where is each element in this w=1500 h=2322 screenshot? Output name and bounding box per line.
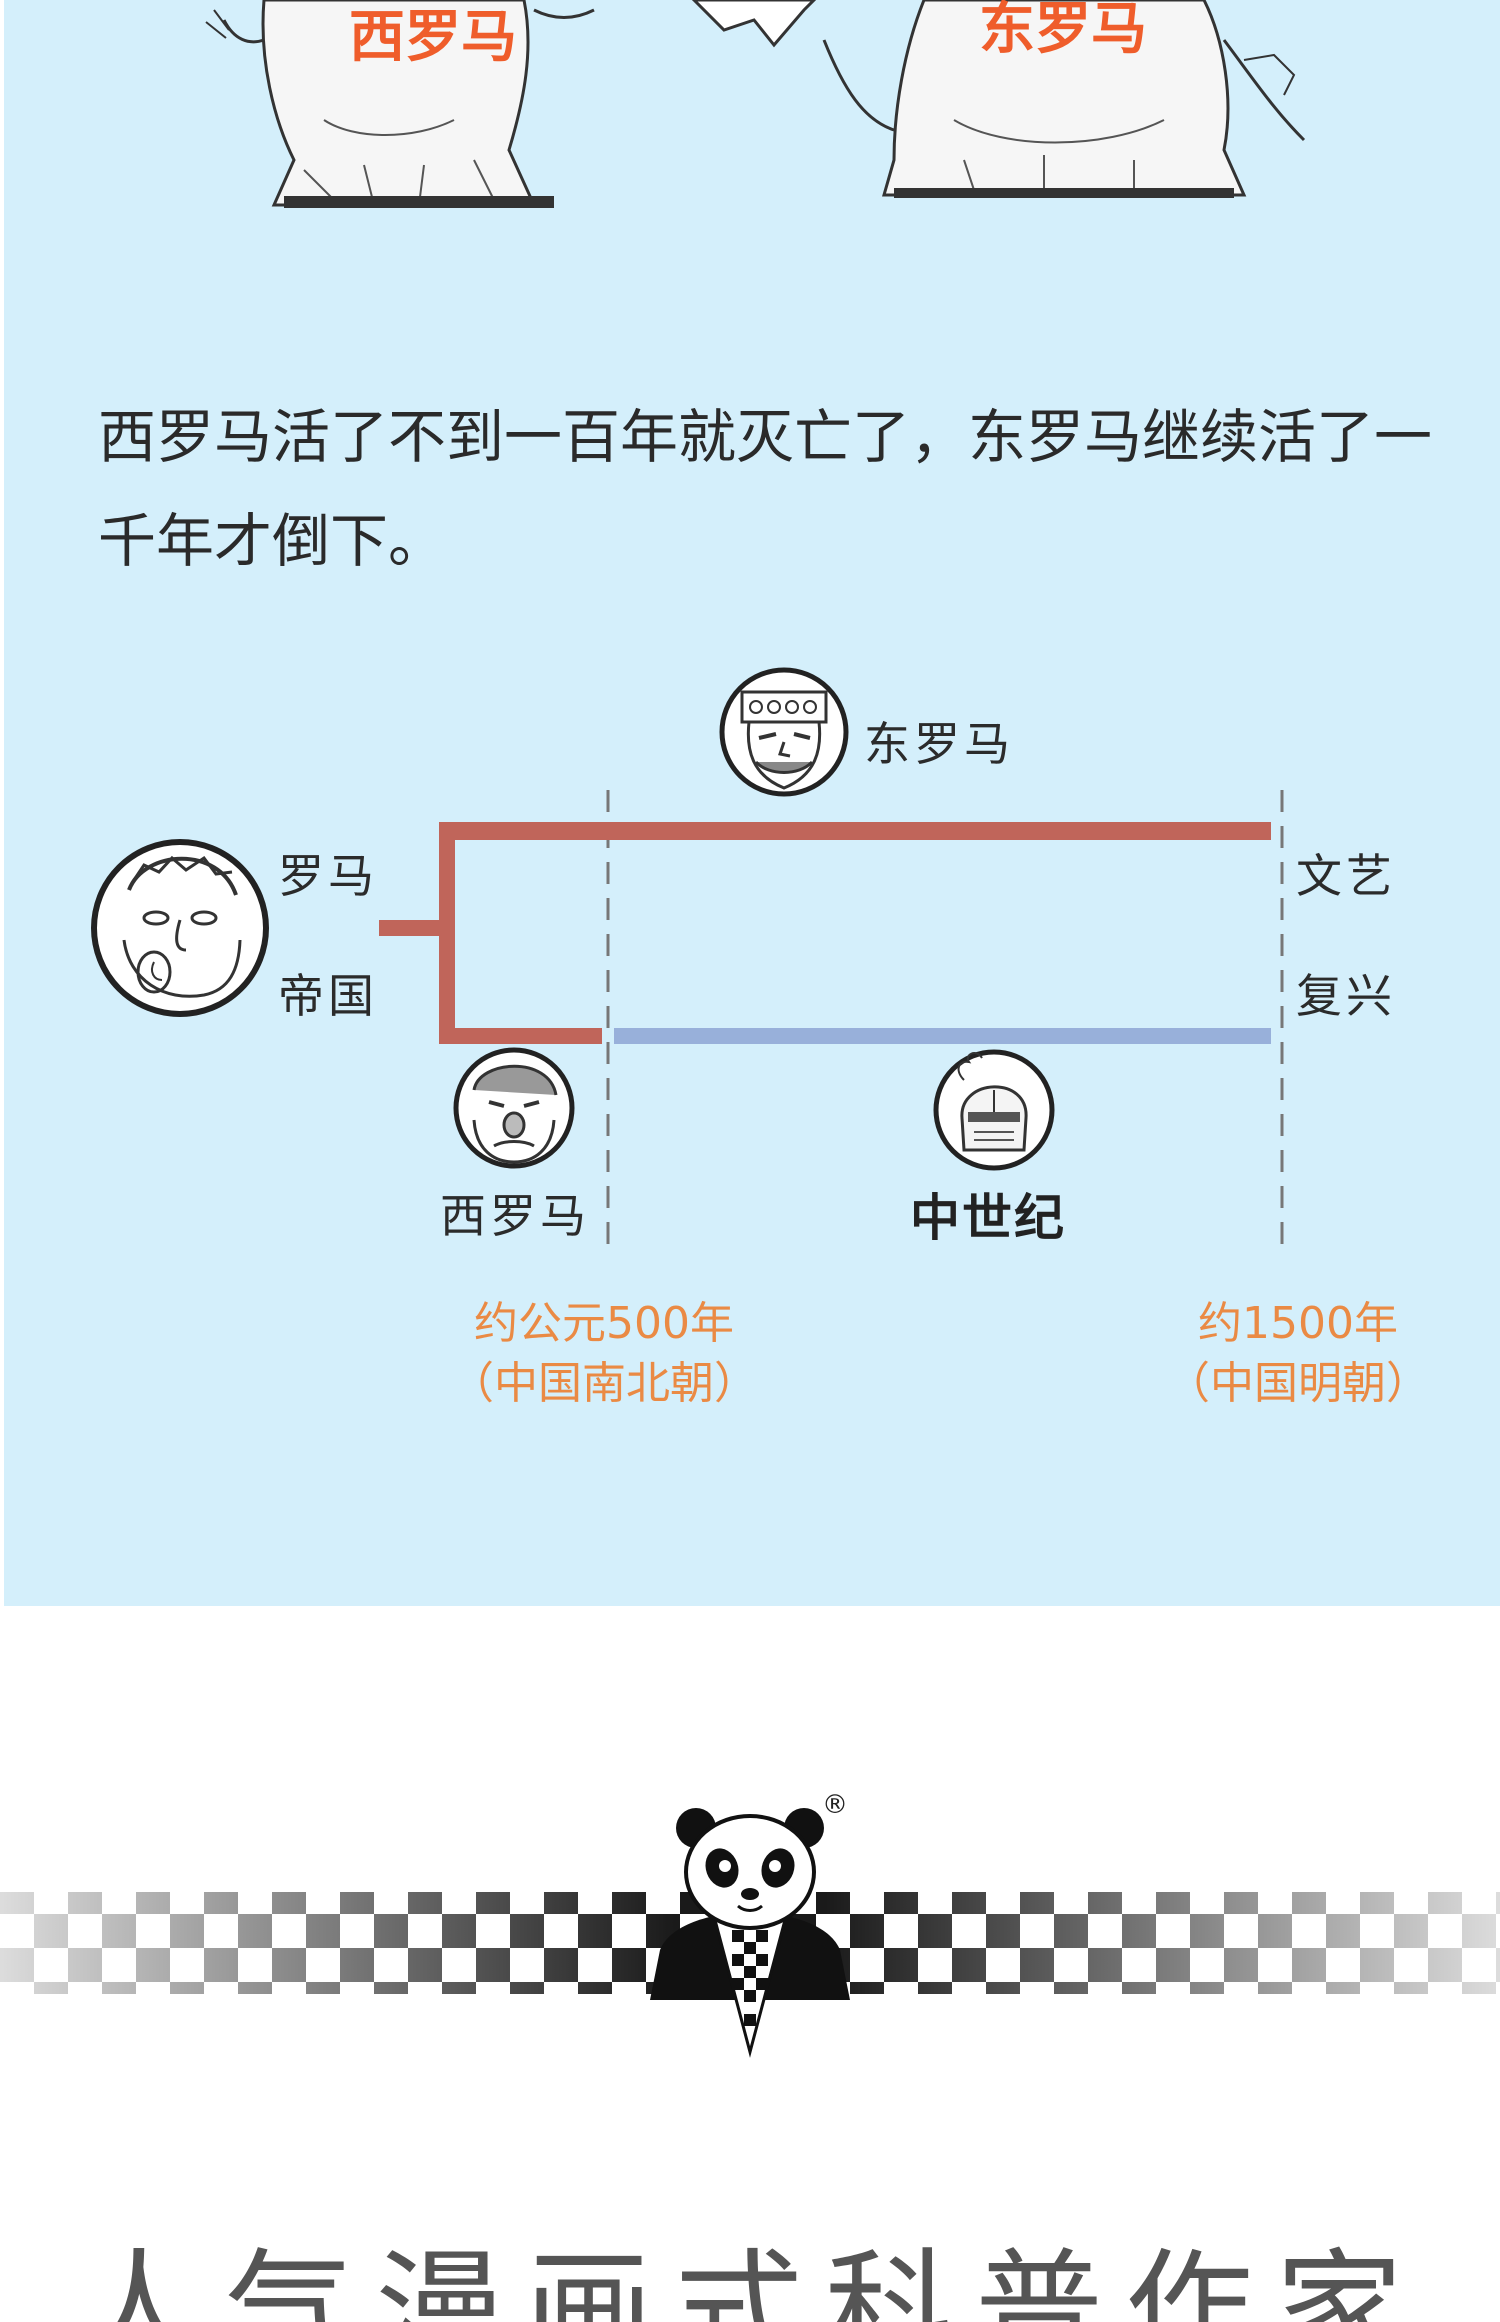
comic-panel: 西罗马 东罗马 西罗马活了不到一百年就灭亡了，东罗马继续活了一千年才倒下。 bbox=[4, 0, 1500, 1606]
rome-timeline-diagram bbox=[91, 667, 1284, 1250]
root-label-line2: 帝国 bbox=[278, 969, 378, 1023]
end-date-label: 约1500年 （中国明朝） bbox=[1128, 1294, 1468, 1414]
western-roman-face-icon bbox=[453, 1047, 575, 1169]
root-branch-stub bbox=[379, 920, 447, 936]
west-rome-timeline-label: 西罗马 bbox=[440, 1189, 590, 1243]
end-date-line2: （中国明朝） bbox=[1166, 1358, 1430, 1409]
east-rome-branch bbox=[439, 822, 1271, 840]
renaissance-label-line2: 复兴 bbox=[1296, 969, 1396, 1023]
west-rome-figure bbox=[205, 0, 595, 208]
start-date-line2: （中国南北朝） bbox=[450, 1358, 758, 1409]
west-rome-branch bbox=[439, 1028, 602, 1044]
start-date-line1: 约公元500年 bbox=[474, 1298, 734, 1349]
middle-ages-label: 中世纪 bbox=[910, 1189, 1066, 1247]
torn-paper-icon bbox=[691, 0, 817, 48]
knight-helmet-icon bbox=[933, 1049, 1055, 1171]
east-rome-timeline-label: 东罗马 bbox=[864, 717, 1014, 771]
east-rome-figure bbox=[822, 0, 1306, 198]
roman-face-icon bbox=[91, 839, 269, 1017]
panda-logo-icon bbox=[650, 1808, 850, 2058]
byzantine-emperor-icon bbox=[719, 667, 849, 797]
root-label-line1: 罗马 bbox=[278, 849, 378, 903]
east-rome-label: 东罗马 bbox=[979, 0, 1147, 62]
end-date-line1: 约1500年 bbox=[1198, 1298, 1398, 1349]
renaissance-label-line1: 文艺 bbox=[1296, 849, 1396, 903]
start-date-label: 约公元500年 （中国南北朝） bbox=[434, 1294, 774, 1414]
middle-ages-branch bbox=[614, 1028, 1271, 1044]
branch-vertical bbox=[439, 822, 455, 1044]
brand-slogan: 人气漫画式科普作家 bbox=[74, 2237, 1425, 2322]
west-rome-label: 西罗马 bbox=[349, 5, 517, 70]
registered-mark: ® bbox=[822, 1790, 848, 1820]
narration-text: 西罗马活了不到一百年就灭亡了，东罗马继续活了一千年才倒下。 bbox=[98, 403, 1433, 575]
